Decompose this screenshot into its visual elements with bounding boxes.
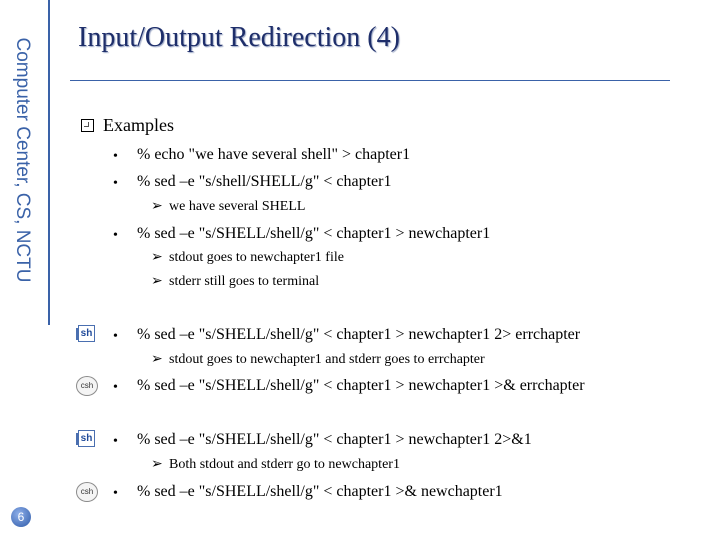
bullet-icon: • [113,176,118,191]
example-line-d: % sed –e "s/SHELL/shell/g" < chapter1 > … [137,326,581,343]
example-note-c2: stderr still goes to terminal [169,274,320,289]
example-line-a: % echo "we have several shell" > chapter… [137,146,411,163]
sh-shell-icon: sh [76,430,95,447]
example-note-b: we have several SHELL [169,199,306,214]
arrow-bullet-icon: ➢ [151,199,163,214]
arrow-bullet-icon: ➢ [151,352,163,367]
example-note-f: Both stdout and stderr go to newchapter1 [169,457,400,472]
example-note-d: stdout goes to newchapter1 and stderr go… [169,352,485,367]
arrow-bullet-icon: ➢ [151,250,163,265]
bullet-icon: • [113,380,118,395]
sidebar-label-text: Computer Center, CS, NCTU [12,37,33,283]
arrow-bullet-icon: ➢ [151,457,163,472]
example-line-g: % sed –e "s/SHELL/shell/g" < chapter1 >&… [137,483,503,500]
example-line-e: % sed –e "s/SHELL/shell/g" < chapter1 > … [137,377,585,394]
bullet-icon: • [113,228,118,243]
arrow-bullet-icon: ➢ [151,274,163,289]
title-underline [70,80,670,81]
bullet-icon: • [113,434,118,449]
csh-shell-icon: csh [76,482,98,502]
sh-shell-icon: sh [76,325,95,342]
example-line-f: % sed –e "s/SHELL/shell/g" < chapter1 > … [137,431,532,448]
example-note-c1: stdout goes to newchapter1 file [169,250,344,265]
csh-shell-icon: csh [76,376,98,396]
bullet-icon: • [113,486,118,501]
example-line-c: % sed –e "s/SHELL/shell/g" < chapter1 > … [137,225,491,242]
vertical-divider [48,0,50,325]
checkbox-bullet-icon [81,119,94,132]
slide-title: Input/Output Redirection (4) [78,22,400,53]
bullet-icon: • [113,329,118,344]
page-number-badge: 6 [11,507,31,527]
example-line-b: % sed –e "s/shell/SHELL/g" < chapter1 [137,173,392,190]
bullet-icon: • [113,149,118,164]
section-heading: Examples [103,115,174,135]
